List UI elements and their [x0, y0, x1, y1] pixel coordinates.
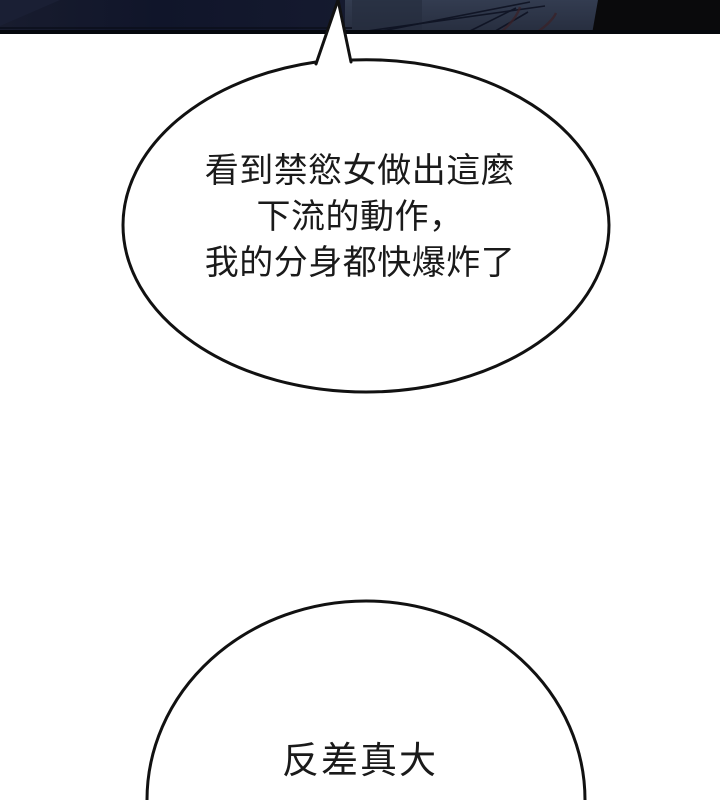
speech-bubble-upper-fill	[123, 58, 609, 392]
speech-bubble-lower-outline	[145, 599, 587, 800]
strip-bottom-edge-left	[0, 27, 352, 29]
hair-strand-lines	[359, 1, 546, 34]
dark-scene-strip	[0, 0, 720, 34]
strip-corner-highlight	[0, 0, 60, 26]
strip-bottom-edge	[0, 30, 720, 34]
strip-right-black	[592, 0, 720, 34]
speech-bubble-tail-fill	[318, 0, 352, 62]
speech-bubble-tail-edge-left	[314, 0, 340, 66]
speech-bubble-lower	[145, 599, 587, 800]
speech-bubble-upper-outline	[121, 58, 611, 394]
speech-bubble-upper	[121, 0, 611, 394]
speech-bubble-tail-edge-right	[336, 0, 353, 64]
